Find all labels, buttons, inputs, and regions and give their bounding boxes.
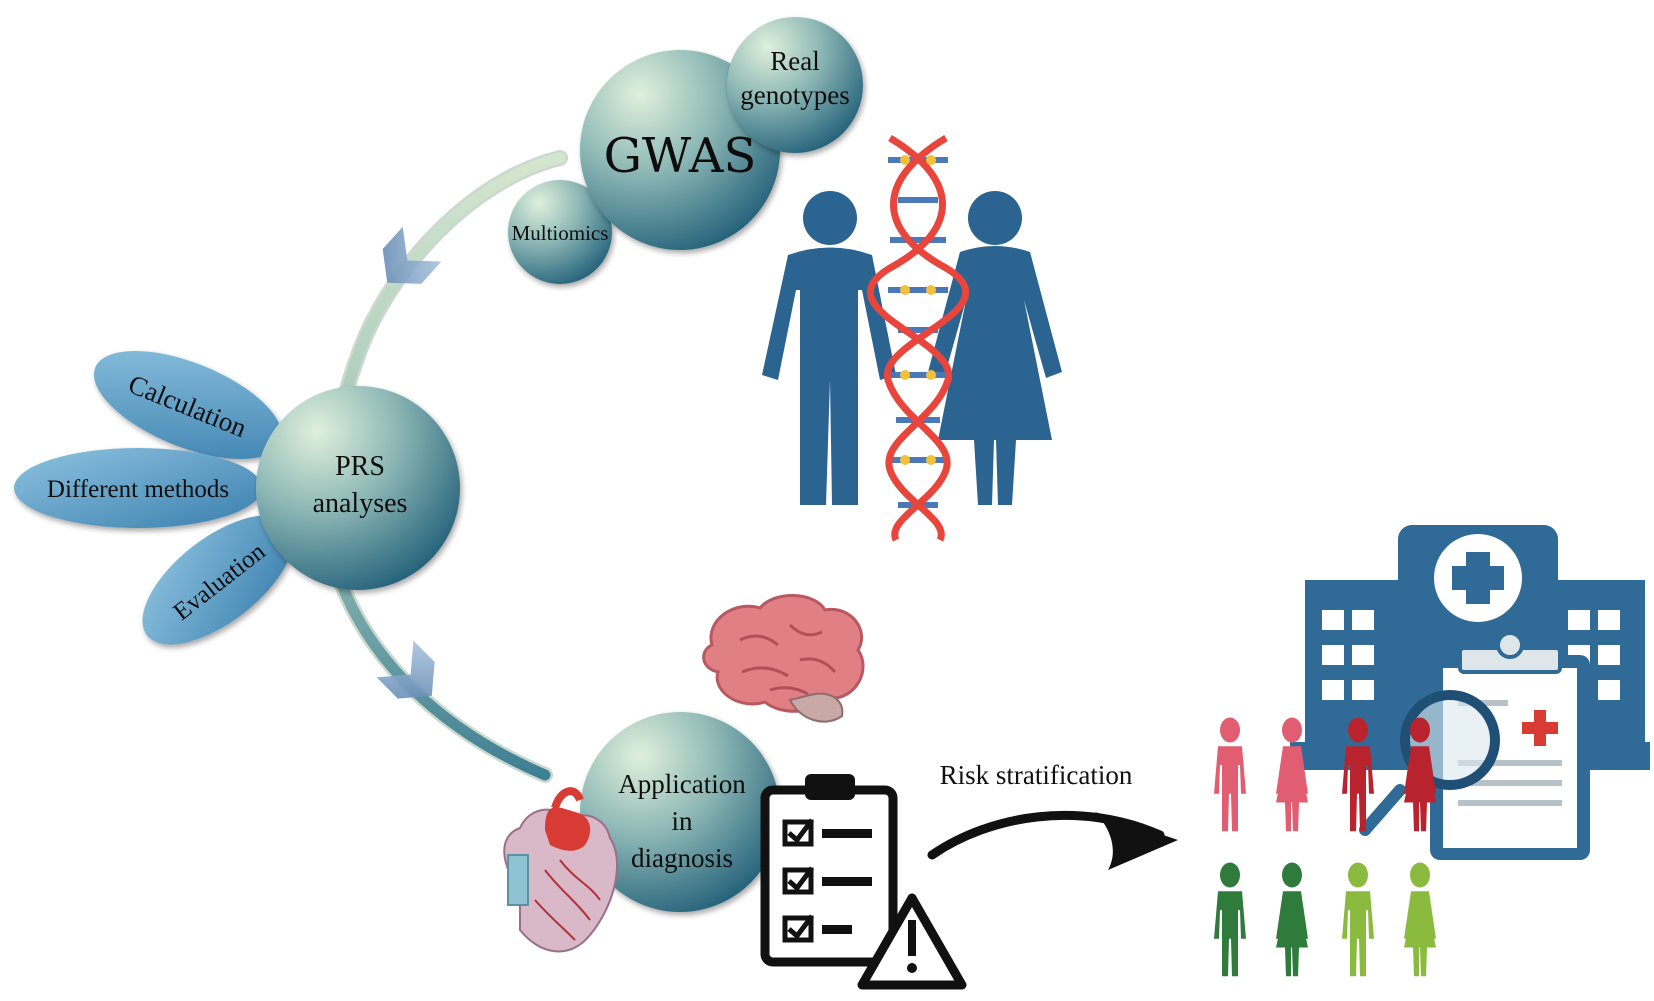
dna-bases bbox=[900, 155, 936, 465]
arrow-chevron-lower bbox=[376, 640, 435, 699]
real-genotypes-node: Real genotypes bbox=[727, 17, 863, 153]
real-genotypes-label-line2: genotypes bbox=[740, 80, 849, 110]
prs-label-line1: PRS bbox=[335, 451, 385, 482]
petal-calculation: Calculation bbox=[93, 350, 283, 460]
risk-stratification-label: Risk stratification bbox=[940, 760, 1133, 790]
petal-different-methods: Different methods bbox=[14, 448, 262, 528]
arrow-chevron-upper bbox=[382, 226, 442, 284]
warning-triangle-icon bbox=[857, 893, 967, 990]
application-node: Application in diagnosis bbox=[580, 712, 780, 912]
risk-stratification-arrow: Risk stratification bbox=[927, 760, 1178, 870]
application-label-line1: Application bbox=[618, 769, 746, 799]
dna-helix-icon bbox=[867, 134, 969, 542]
checklist-clipboard-icon bbox=[760, 774, 898, 967]
prs-analyses-node: PRS analyses bbox=[256, 386, 460, 590]
person-dark-green-man bbox=[1214, 862, 1246, 977]
multiomics-node: Multiomics bbox=[508, 180, 612, 284]
checklist-rows bbox=[782, 818, 872, 943]
prs-label-line2: analyses bbox=[313, 488, 408, 519]
different-methods-label: Different methods bbox=[47, 476, 229, 503]
person-pink-woman bbox=[1276, 717, 1308, 832]
application-label-line3: diagnosis bbox=[631, 843, 733, 873]
person-light-green-woman bbox=[1404, 862, 1436, 977]
heart-icon bbox=[503, 787, 618, 953]
couple-icon bbox=[762, 191, 1062, 505]
gwas-label: GWAS bbox=[604, 128, 757, 184]
multiomics-label: Multiomics bbox=[512, 221, 609, 245]
person-pink-man bbox=[1214, 717, 1246, 832]
person-light-green-man bbox=[1342, 862, 1374, 977]
application-label-line2: in bbox=[671, 806, 693, 836]
brain-icon bbox=[702, 594, 865, 723]
real-genotypes-label-line1: Real bbox=[770, 46, 819, 76]
person-dark-green-woman bbox=[1276, 862, 1308, 977]
